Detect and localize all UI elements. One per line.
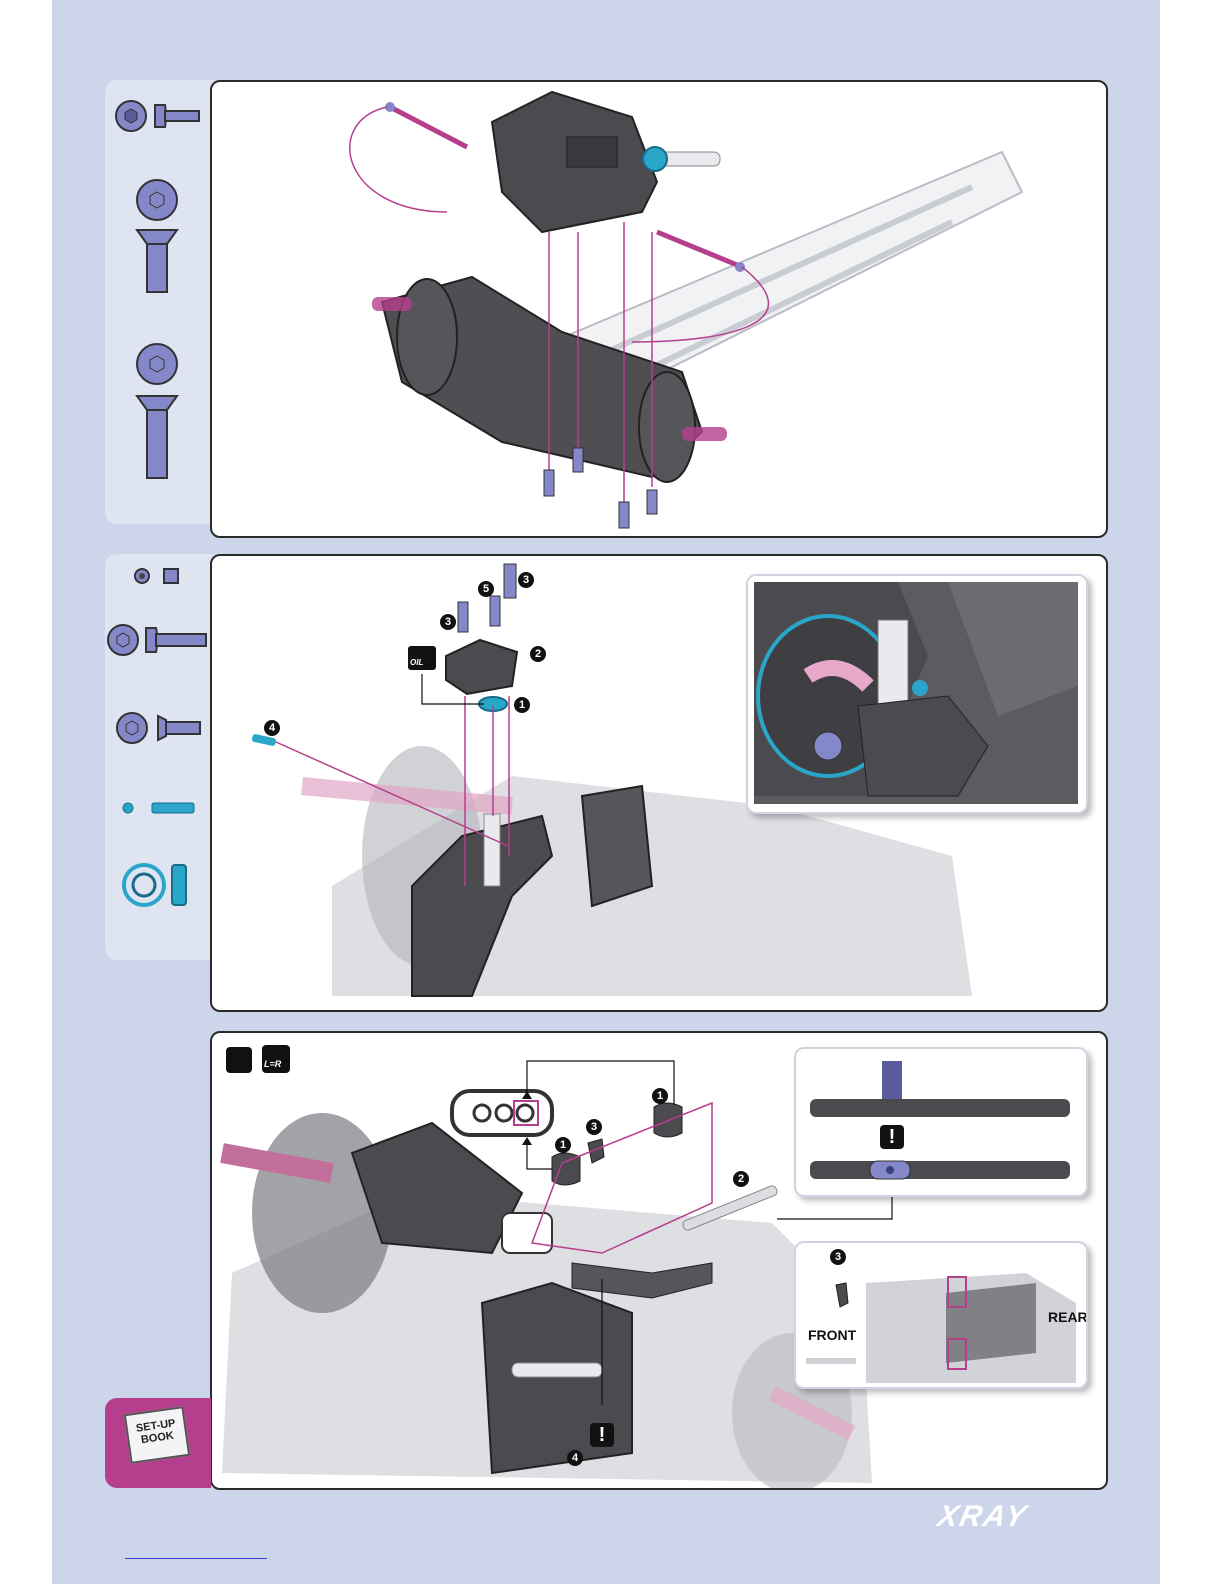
set-screw-icon xyxy=(132,566,182,586)
pin-icon xyxy=(120,798,200,818)
ball-bearing-icon xyxy=(122,860,192,910)
callout-1b: 1 xyxy=(555,1137,571,1153)
callout-4: 4 xyxy=(264,720,280,736)
callout-1a: 1 xyxy=(652,1088,668,1104)
step3-panel: L=R 1 1 3 2 4 xyxy=(210,1031,1108,1490)
shaft-detail-inset: ! xyxy=(794,1047,1088,1197)
front-label: FRONT xyxy=(808,1327,856,1343)
warning-icon-bottom: ! xyxy=(590,1423,614,1447)
flat-head-screw-icon xyxy=(132,178,182,298)
setup-book-tab[interactable]: SET-UP BOOK xyxy=(105,1398,211,1488)
footer-link-underline[interactable] xyxy=(125,1558,267,1559)
button-head-screw-icon xyxy=(113,98,203,134)
oil-label: OIL xyxy=(410,658,423,667)
callout-3: 3 xyxy=(586,1119,602,1135)
callout-3b: 3 xyxy=(440,614,456,630)
callout-2b: 2 xyxy=(733,1171,749,1187)
xray-logo: XRAY xyxy=(934,1500,1030,1534)
callout-2: 2 xyxy=(530,646,546,662)
orientation-inset: 3 FRONT REAR xyxy=(794,1241,1088,1389)
shaft-detail-illustration xyxy=(796,1049,1086,1195)
step2-panel: 3 5 3 2 1 4 OIL xyxy=(210,554,1108,1012)
step1-panel xyxy=(210,80,1108,538)
callout-3a: 3 xyxy=(518,572,534,588)
rear-label: REAR xyxy=(1048,1309,1088,1325)
callout-4b: 4 xyxy=(567,1450,583,1466)
callout-1: 1 xyxy=(514,697,530,713)
step2-detail-illustration xyxy=(748,576,1086,812)
step2-detail-inset xyxy=(746,574,1088,814)
callout-3-inset: 3 xyxy=(830,1249,846,1265)
callout-5: 5 xyxy=(478,581,494,597)
setup-book-icon: SET-UP BOOK xyxy=(124,1406,190,1464)
warning-icon-inset: ! xyxy=(880,1125,904,1149)
long-flat-head-screw-icon xyxy=(132,342,182,484)
button-head-screw-icon-2 xyxy=(106,622,210,658)
step1-illustration xyxy=(212,82,1106,536)
flat-head-screw-icon-2 xyxy=(114,710,204,746)
